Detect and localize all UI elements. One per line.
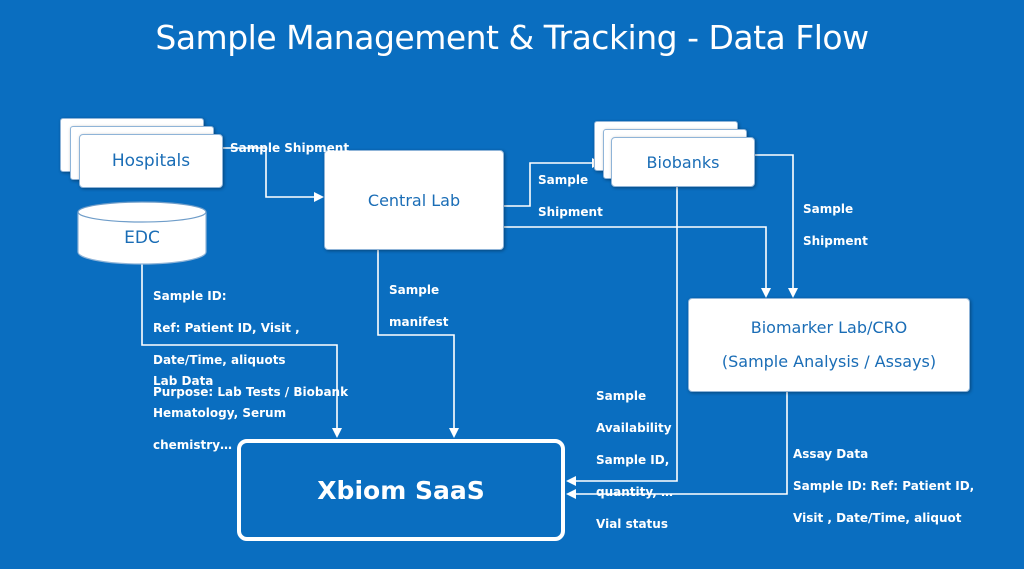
hospitals-node: Hospitals	[79, 134, 223, 188]
central-lab-label: Central Lab	[367, 190, 461, 210]
edc-cylinder	[77, 201, 207, 265]
biomarker-lab-node: Biomarker Lab/CRO (Sample Analysis / Ass…	[688, 298, 970, 392]
label-biobank-to-biomarker-shipment: Sample Shipment	[803, 202, 868, 248]
biobanks-label: Biobanks	[646, 152, 720, 172]
edc-label: EDC	[124, 228, 160, 248]
biomarker-lab-title: Biomarker Lab/CRO	[750, 318, 908, 337]
arrow-central-lab-to-biobanks	[502, 158, 602, 207]
arrow-biobanks-to-biomarker	[753, 154, 798, 298]
label-hospital-shipment: Sample Shipment	[230, 141, 350, 155]
label-sample-manifest: Sample manifest	[389, 283, 449, 329]
page-title: Sample Management & Tracking - Data Flow	[155, 18, 869, 57]
xbiom-saas-node: Xbiom SaaS	[237, 439, 565, 541]
biomarker-lab-subtitle: (Sample Analysis / Assays)	[721, 352, 937, 371]
arrow-hospitals-to-central-lab	[221, 147, 324, 202]
xbiom-saas-label: Xbiom SaaS	[317, 475, 485, 505]
label-assay-data: Assay Data Sample ID: Ref: Patient ID, V…	[793, 447, 975, 525]
label-edc-sample-id: Sample ID: Ref: Patient ID, Visit , Date…	[153, 289, 349, 399]
arrow-biomarker-to-saas	[566, 392, 788, 499]
label-lab-data: Lab Data Hematology, Serum chemistry…	[153, 374, 287, 452]
arrow-edc-to-saas	[141, 262, 342, 438]
biobanks-node: Biobanks	[611, 137, 755, 187]
label-central-to-biobank-shipment: Sample Shipment	[538, 173, 603, 219]
arrow-central-lab-to-biomarker	[502, 226, 771, 298]
label-sample-availability: Sample Availability Sample ID, quantity,…	[596, 389, 673, 531]
arrow-biobanks-to-saas	[566, 187, 678, 486]
central-lab-node: Central Lab	[324, 150, 504, 250]
hospitals-label: Hospitals	[111, 151, 191, 171]
arrow-central-lab-to-saas	[377, 250, 459, 438]
